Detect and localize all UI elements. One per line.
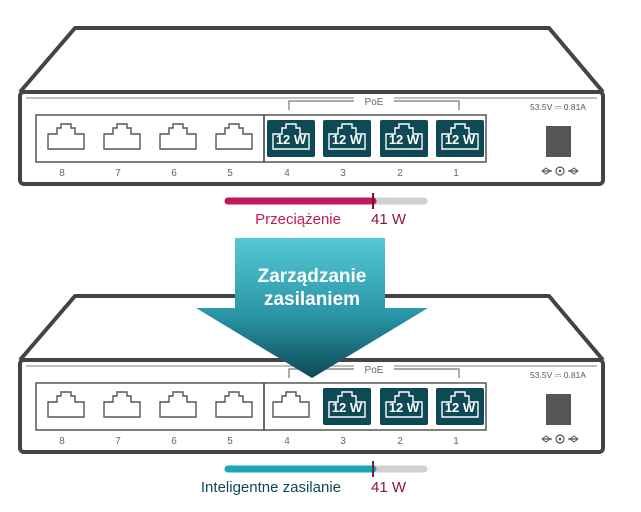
- port-power-label: 12 W: [389, 400, 420, 415]
- poe-port-fill: [323, 388, 371, 425]
- port-2: 12 W 2: [380, 120, 428, 179]
- polarity-icon: [541, 434, 579, 444]
- power-bar-label: Inteligentne zasilanie: [201, 479, 341, 496]
- switch-top: PoE 8 7 6 5 12 W 4 12 W 3 12 W 2 12 W 1 53.5V ⎓ 0.81A…: [18, 26, 605, 228]
- port-number: 6: [171, 168, 177, 179]
- poe-label-bg: [354, 95, 394, 107]
- rj45-jack-icon: [272, 123, 310, 150]
- port-group-poe: [263, 382, 487, 431]
- rj45-jack-icon: [215, 123, 253, 150]
- port-group-non-poe: [35, 114, 265, 163]
- port-2: 12 W 2: [380, 388, 428, 447]
- switch-front-panel: [18, 90, 605, 186]
- poe-label: PoE: [365, 365, 384, 376]
- port-number: 6: [171, 436, 177, 447]
- rj45-jack-icon: [441, 123, 479, 150]
- port-number: 3: [340, 168, 346, 179]
- switch-chassis-top: [18, 26, 605, 94]
- port-power-label: 12 W: [276, 132, 307, 147]
- power-budget-value: 41 W: [371, 211, 407, 228]
- switches-layer: PoE 8 7 6 5 12 W 4 12 W 3 12 W 2 12 W 1 53.5V ⎓ 0.81A…: [18, 26, 605, 496]
- polarity-icon: [541, 166, 579, 176]
- poe-port-fill: [267, 120, 315, 157]
- rj45-jack-icon: [47, 391, 85, 418]
- port-number: 3: [340, 436, 346, 447]
- port-3: 12 W 3: [323, 388, 371, 447]
- poe-port-fill: [436, 388, 484, 425]
- port-number: 4: [284, 436, 290, 447]
- rj45-jack-icon: [328, 123, 366, 150]
- port-7: 7: [103, 391, 141, 447]
- port-number: 5: [227, 436, 233, 447]
- rj45-jack-icon: [385, 123, 423, 150]
- port-number: 4: [284, 168, 290, 179]
- rj45-jack-icon: [159, 391, 197, 418]
- port-group-poe: [263, 114, 487, 163]
- port-number: 2: [397, 168, 403, 179]
- port-power-label: 12 W: [332, 400, 363, 415]
- power-rating-label: 53.5V ⎓ 0.81A: [530, 370, 586, 380]
- port-8: 8: [47, 123, 85, 179]
- switch-bottom: PoE 8 7 6 5 4 12 W 3 12 W 2 12 W 1 53.5V ⎓ 0.81A Inte…: [18, 294, 605, 496]
- port-power-label: 12 W: [389, 132, 420, 147]
- poe-port-fill: [380, 120, 428, 157]
- port-number: 5: [227, 168, 233, 179]
- power-management-arrow: Zarządzanie zasilaniem: [196, 238, 428, 378]
- port-6: 6: [159, 391, 197, 447]
- rj45-jack-icon: [441, 391, 479, 418]
- port-6: 6: [159, 123, 197, 179]
- rj45-jack-icon: [103, 123, 141, 150]
- port-number: 1: [453, 168, 459, 179]
- poe-port-fill: [323, 120, 371, 157]
- rj45-jack-icon: [215, 391, 253, 418]
- port-number: 7: [115, 436, 121, 447]
- power-budget-value: 41 W: [371, 479, 407, 496]
- port-power-label: 12 W: [445, 400, 476, 415]
- power-rating-label: 53.5V ⎓ 0.81A: [530, 102, 586, 112]
- rj45-jack-icon: [103, 391, 141, 418]
- port-number: 8: [59, 168, 65, 179]
- dc-power-jack: [546, 126, 571, 157]
- port-5: 5: [215, 391, 253, 447]
- port-4: 4: [272, 391, 310, 447]
- port-1: 12 W 1: [436, 388, 484, 447]
- port-group-non-poe: [35, 382, 265, 431]
- port-number: 8: [59, 436, 65, 447]
- port-5: 5: [215, 123, 253, 179]
- power-budget-bar: Inteligentne zasilanie 41 W: [201, 461, 428, 496]
- rj45-jack-icon: [272, 391, 310, 418]
- rj45-jack-icon: [159, 123, 197, 150]
- port-1: 12 W 1: [436, 120, 484, 179]
- arrow-label-line2: zasilaniem: [264, 289, 360, 310]
- poe-port-fill: [380, 388, 428, 425]
- rj45-jack-icon: [385, 391, 423, 418]
- port-8: 8: [47, 391, 85, 447]
- poe-port-fill: [436, 120, 484, 157]
- port-power-label: 12 W: [445, 132, 476, 147]
- power-budget-bar: Przeciążenie 41 W: [224, 193, 428, 228]
- arrow-label-line1: Zarządzanie: [258, 266, 367, 287]
- poe-label: PoE: [365, 97, 384, 108]
- arrow-shape: [196, 238, 428, 378]
- poe-label-bg: [354, 363, 394, 375]
- port-4: 12 W 4: [267, 120, 315, 179]
- port-power-label: 12 W: [332, 132, 363, 147]
- dc-power-jack: [546, 394, 571, 425]
- port-number: 1: [453, 436, 459, 447]
- port-number: 7: [115, 168, 121, 179]
- rj45-jack-icon: [328, 391, 366, 418]
- port-number: 2: [397, 436, 403, 447]
- rj45-jack-icon: [47, 123, 85, 150]
- power-bar-label: Przeciążenie: [255, 211, 341, 228]
- port-3: 12 W 3: [323, 120, 371, 179]
- port-7: 7: [103, 123, 141, 179]
